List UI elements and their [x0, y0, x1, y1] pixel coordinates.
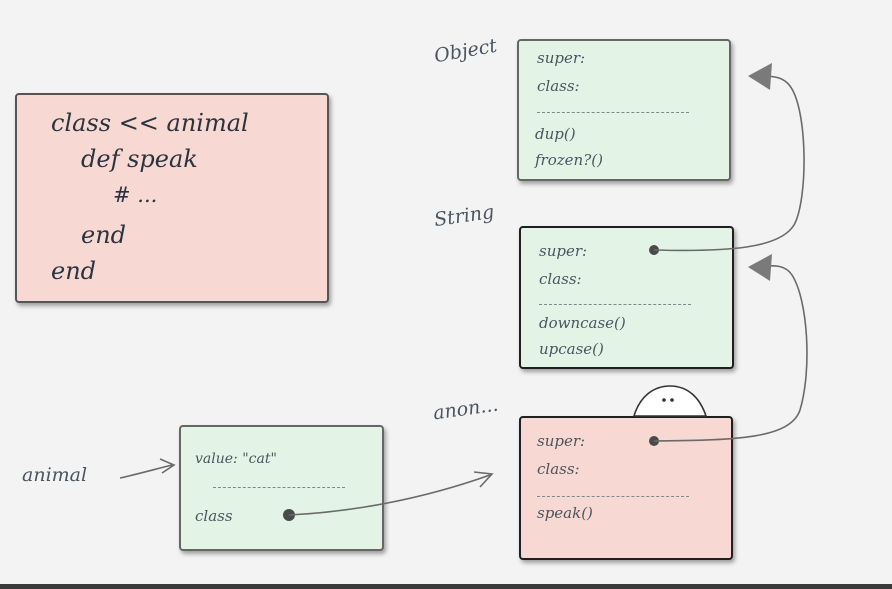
object-method-frozen: frozen?() — [535, 151, 603, 169]
anon-method-speak: speak() — [537, 504, 593, 522]
animal-instance-box: value: "cat" class — [179, 425, 384, 551]
anon-class-field: class: — [537, 460, 580, 478]
code-line-5: end — [51, 257, 97, 285]
object-separator — [537, 112, 689, 113]
anon-separator — [537, 496, 689, 497]
bottom-edge-band — [0, 584, 892, 589]
instance-separator — [213, 487, 345, 488]
anon-super-arrow — [649, 254, 808, 446]
code-line-1: class << animal — [51, 109, 249, 137]
string-separator — [539, 304, 691, 305]
animal-pointer-arrow — [119, 458, 176, 479]
string-method-upcase: upcase() — [539, 340, 604, 358]
singleton-code-box: class << animal def speak # ... end end — [15, 93, 329, 303]
string-method-downcase: downcase() — [539, 314, 626, 332]
anon-super-field: super: — [537, 432, 586, 450]
code-line-2: def speak — [81, 145, 198, 173]
ghost-icon — [632, 385, 708, 417]
code-line-3: # ... — [113, 183, 158, 207]
object-class-box: super: class: dup() frozen?() — [517, 39, 731, 181]
instance-class-field: class — [195, 507, 233, 525]
string-super-arrow — [649, 63, 805, 255]
instance-value-field: value: "cat" — [195, 451, 277, 467]
object-class-field: class: — [537, 77, 580, 95]
object-super-field: super: — [537, 49, 586, 67]
instance-class-arrow — [283, 471, 494, 521]
object-method-dup: dup() — [535, 125, 576, 143]
string-super-field: super: — [539, 242, 588, 260]
code-line-4: end — [81, 221, 127, 249]
string-class-field: class: — [539, 270, 582, 288]
animal-label: animal — [22, 464, 88, 486]
